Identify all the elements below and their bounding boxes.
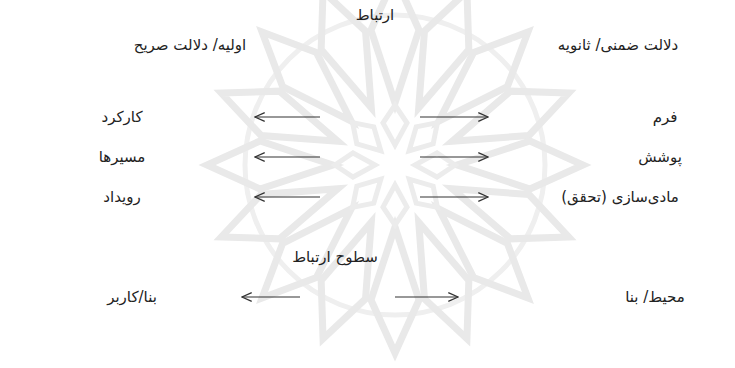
label-text: کارکرد (101, 108, 142, 126)
label-text: دلالت ضمنی/ ثانویه (558, 36, 678, 54)
arrow-left (255, 116, 320, 117)
rosette-inner-petal (383, 185, 407, 225)
label-text: محیط/ بنا (625, 288, 685, 306)
rosette-watermark (207, 0, 583, 353)
label-text: رویداد (103, 188, 140, 206)
arrow-left (255, 196, 320, 197)
rosette-petal (371, 227, 419, 353)
arrows (242, 117, 488, 297)
rosette-inner-petal (335, 153, 375, 177)
arrow-left (242, 296, 300, 297)
arrow-right (420, 156, 488, 157)
rosette-petal (457, 141, 583, 189)
label-text: فرم (653, 108, 678, 126)
label-text: ارتباط (356, 6, 395, 24)
rosette-inner-petal (383, 105, 407, 145)
arrow-right (395, 296, 458, 297)
label-text: پوشش (638, 148, 682, 166)
rosette-petal (207, 141, 333, 189)
rosette-ring (245, 15, 545, 315)
arrow-right (420, 116, 488, 117)
arrow-right (420, 196, 488, 197)
rosette-inner-petal (344, 114, 389, 159)
label-text: مادی‌سازی (تحقق) (561, 188, 679, 206)
label-text: مسیرها (99, 148, 146, 166)
rosette-petal (301, 0, 394, 117)
label-text: سطوح ارتباط (292, 248, 378, 266)
label-text: بنا/کاربر (107, 288, 157, 306)
arrow-left (255, 156, 320, 157)
label-text: اولیه/ دلالت صریح (134, 36, 247, 54)
